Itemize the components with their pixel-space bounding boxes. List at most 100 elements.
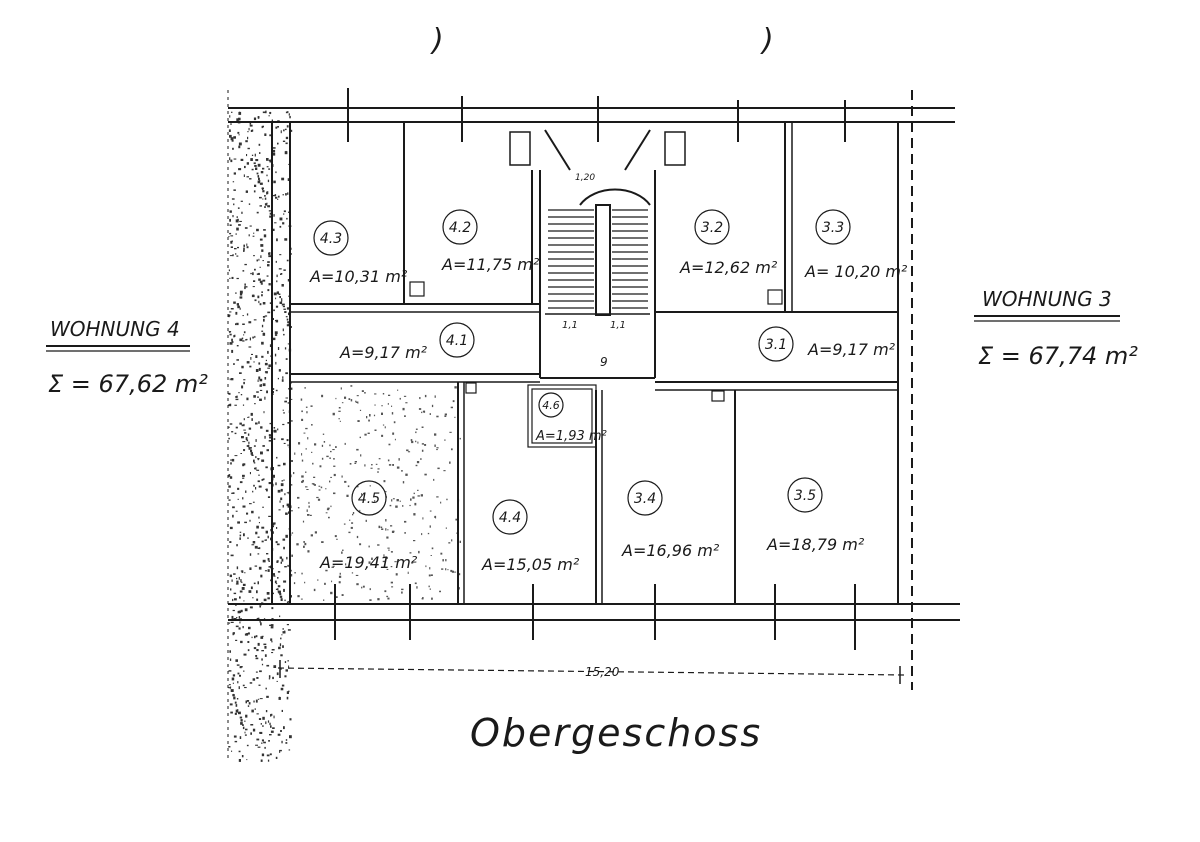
speckle-dot (230, 476, 232, 478)
speckle-dot (446, 498, 448, 501)
speckle-dot (281, 438, 284, 441)
speckle-dot (393, 421, 396, 424)
speckle-dot (288, 665, 290, 669)
speckle-dot (275, 756, 278, 759)
speckle-dot (289, 718, 292, 721)
stair-label-bottom: 9 (600, 355, 608, 369)
speckle-dot (229, 277, 231, 279)
speckle-dot (251, 544, 255, 546)
speckle-dot (285, 358, 288, 360)
speckle-dot (263, 643, 267, 646)
speckle-dot (261, 324, 264, 328)
speckle-dot (415, 464, 418, 467)
speckle-dot (268, 168, 271, 170)
speckle-dot (283, 580, 287, 583)
speckle-dot (246, 176, 249, 178)
speckle-dot (273, 438, 276, 440)
speckle-dot (451, 448, 453, 451)
speckle-dot (230, 240, 233, 244)
speckle-dot (301, 475, 304, 478)
speckle-dot (258, 522, 260, 524)
speckle-dot (257, 396, 259, 398)
speckle-dot (276, 680, 278, 682)
speckle-dot (264, 377, 267, 380)
speckle-dot (261, 330, 264, 332)
speckle-dot (276, 274, 278, 278)
speckle-dot (344, 442, 346, 445)
speckle-dot (231, 378, 234, 381)
speckle-dot (236, 698, 239, 700)
speckle-dot (239, 716, 243, 719)
speckle-dot (230, 123, 232, 125)
speckle-dot (429, 567, 431, 570)
speckle-dot (232, 506, 235, 509)
speckle-dot (335, 397, 337, 400)
speckle-dot (250, 158, 253, 161)
room-id-4-5: 4.5 (358, 491, 380, 507)
speckle-dot (330, 476, 332, 478)
speckle-dot (296, 543, 299, 546)
speckle-dot (261, 479, 263, 481)
speckle-dot (281, 379, 284, 382)
speckle-dot (280, 130, 282, 134)
speckle-dot (253, 232, 255, 234)
speckle-dot (283, 213, 285, 215)
speckle-dot (255, 159, 259, 162)
speckle-dot (326, 455, 329, 458)
speckle-dot (392, 432, 395, 435)
speckle-dot (348, 531, 351, 534)
speckle-dot (263, 741, 266, 744)
speckle-dot (239, 531, 242, 533)
speckle-dot (341, 551, 343, 554)
speckle-dot (248, 234, 250, 237)
speckle-dot (278, 646, 281, 650)
speckle-dot (263, 318, 265, 322)
speckle-dot (281, 709, 283, 712)
speckle-dot (243, 449, 245, 452)
speckle-dot (271, 607, 274, 610)
speckle-dot (264, 362, 268, 366)
speckle-dot (359, 436, 361, 439)
speckle-dot (311, 451, 313, 453)
speckle-dot (410, 439, 413, 442)
speckle-dot (420, 494, 423, 497)
speckle-dot (229, 311, 232, 313)
speckle-dot (321, 541, 324, 543)
speckle-dot (397, 389, 399, 391)
speckle-dot (251, 636, 253, 639)
speckle-dot (314, 443, 317, 446)
speckle-dot (338, 418, 340, 420)
speckle-dot (238, 117, 241, 120)
speckle-dot (259, 182, 263, 185)
speckle-dot (240, 200, 243, 202)
speckle-dot (449, 431, 452, 433)
speckle-dot (286, 601, 289, 604)
speckle-dot (286, 556, 288, 560)
speckle-dot (285, 739, 288, 741)
speckle-dot (257, 536, 260, 538)
speckle-dot (277, 195, 280, 198)
speckle-dot (391, 586, 394, 588)
speckle-dot (421, 426, 424, 428)
speckle-dot (271, 228, 275, 231)
speckle-dot (246, 445, 250, 447)
speckle-dot (301, 418, 304, 421)
speckle-dot (279, 254, 282, 256)
speckle-dot (250, 357, 252, 360)
speckle-dot (244, 608, 248, 612)
speckle-dot (330, 505, 332, 508)
speckle-dot (247, 433, 250, 436)
speckle-dot (240, 394, 243, 396)
speckle-dot (230, 308, 234, 310)
speckle-dot (276, 527, 278, 529)
speckle-dot (422, 517, 424, 520)
speckle-dot (275, 126, 278, 129)
speckle-dot (248, 702, 251, 705)
speckle-dot (280, 483, 284, 487)
speckle-dot (311, 424, 313, 426)
speckle-dot (360, 454, 362, 457)
speckle-dot (249, 606, 251, 608)
speckle-dot (275, 389, 278, 392)
speckle-dot (249, 682, 253, 684)
speckle-dot (326, 508, 330, 511)
